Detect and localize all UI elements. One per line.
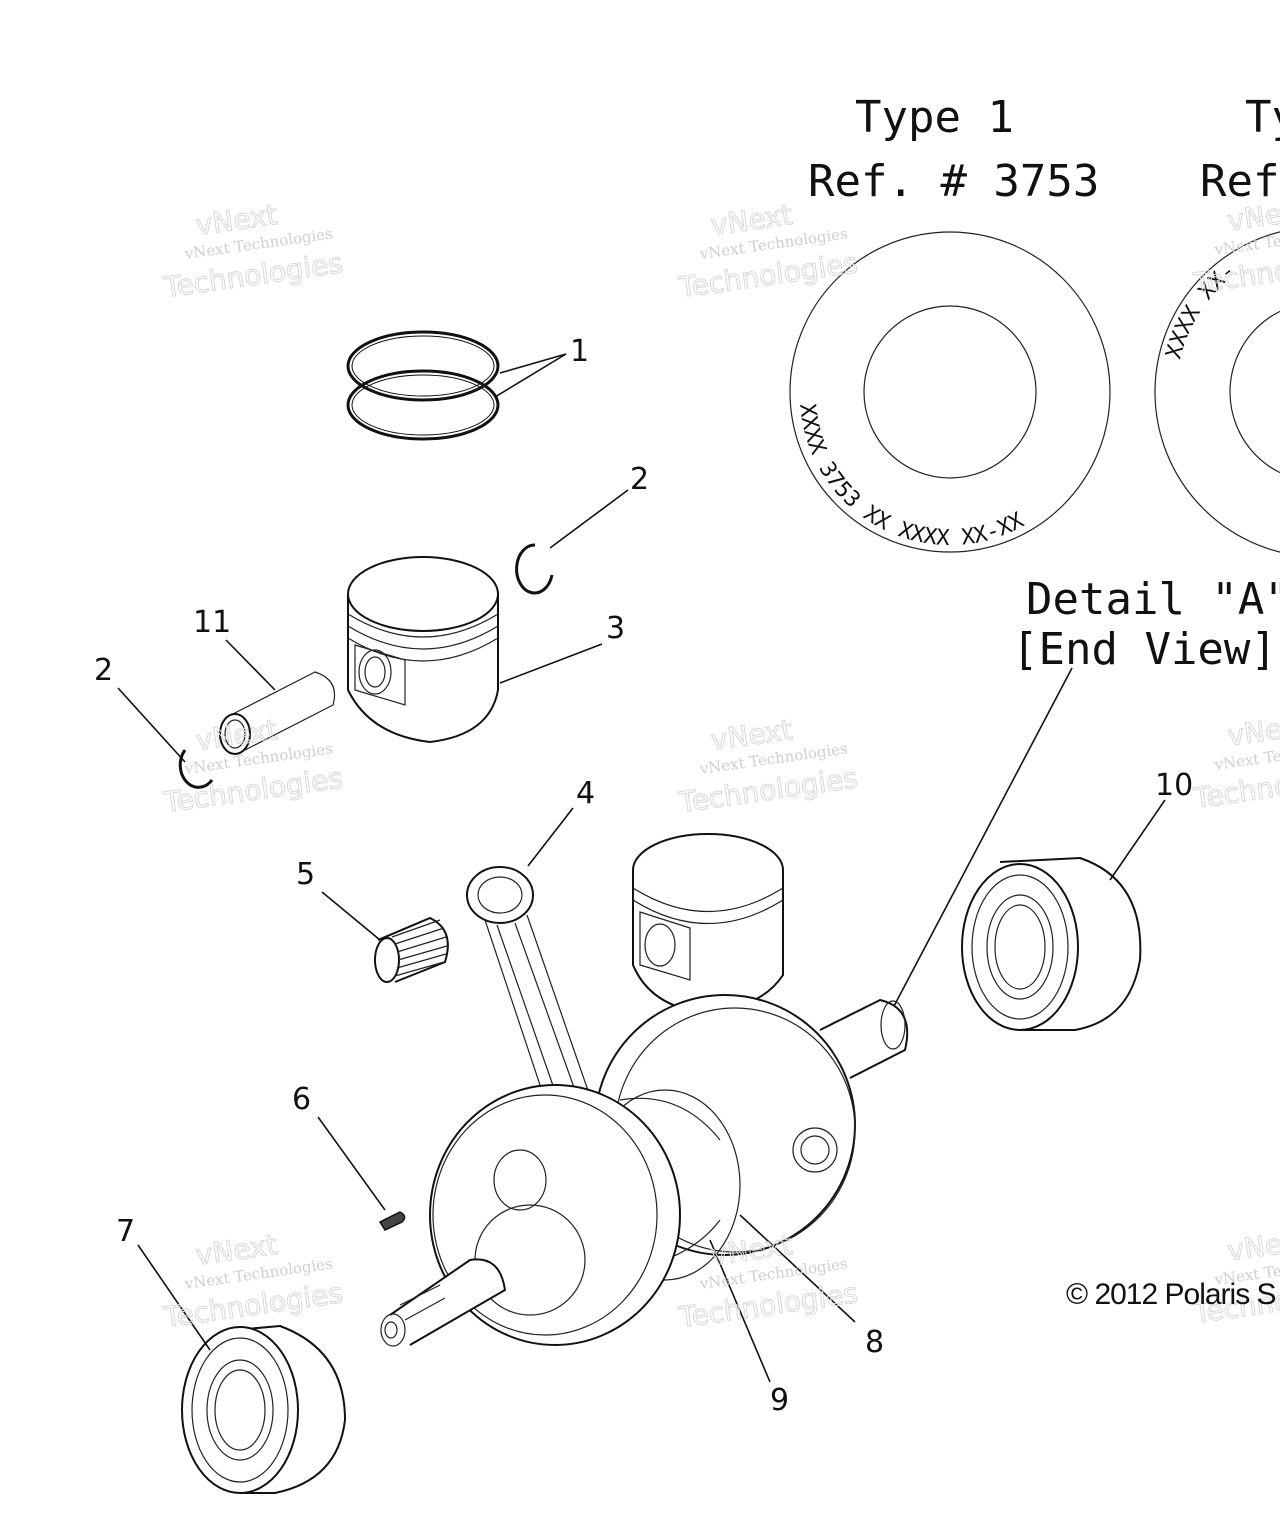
bearing-face-outer-2 — [1154, 231, 1280, 553]
main-bearing-right — [961, 856, 1142, 1031]
callout-10: 10 — [1155, 768, 1193, 803]
callout-4: 4 — [576, 776, 595, 811]
callout-2-upper: 2 — [630, 462, 649, 497]
callout-9: 9 — [770, 1383, 789, 1418]
bearing-face-inner-2 — [1229, 310, 1280, 474]
svg-text:vNext: vNext — [1225, 709, 1280, 753]
woodruff-key — [378, 1211, 406, 1231]
watermark-3: vNext vNext Technologies Technologies — [161, 713, 346, 820]
crankshaft-assembly — [380, 833, 909, 1347]
callout-2-lower: 2 — [94, 653, 113, 688]
callout-7: 7 — [116, 1214, 135, 1249]
callout-3: 3 — [606, 611, 625, 646]
callout-8: 8 — [865, 1325, 884, 1360]
callout-1: 1 — [570, 334, 589, 369]
type1-label: Type 1 — [855, 92, 1014, 143]
watermark-8: vNext vNext Technologies Technologies — [1190, 708, 1280, 815]
stamp-marking: XXXX 3753 XX XXXX XX-XX — [794, 402, 1028, 551]
piston-rings — [346, 330, 500, 441]
detail-a-title: Detail "A" — [1026, 574, 1280, 625]
watermark-1: vNext vNext Technologies Technologies — [161, 198, 346, 305]
circlip-right — [515, 543, 554, 595]
callout-6: 6 — [292, 1082, 311, 1117]
needle-bearing — [374, 916, 449, 983]
watermark-9: vNext vNext Technologies Technologies — [1190, 1223, 1280, 1330]
copyright-notice: © 2012 Polaris S — [1066, 1278, 1276, 1311]
watermark-4: vNext vNext Technologies Technologies — [676, 713, 861, 820]
type2-label: Ty — [1245, 92, 1280, 143]
svg-text:vNext: vNext — [1225, 1224, 1280, 1268]
ref2-label: Ref — [1200, 156, 1279, 207]
piston-pin — [219, 671, 336, 755]
bearing-face-inner — [863, 305, 1037, 479]
watermark-5: vNext vNext Technologies Technologies — [161, 1228, 346, 1335]
callout-11: 11 — [193, 605, 231, 640]
watermark-2: vNext vNext Technologies Technologies — [676, 198, 861, 305]
bearing-face-outer — [789, 231, 1111, 553]
main-bearing-left — [181, 1324, 347, 1494]
piston — [347, 556, 499, 744]
detail-a-subtitle: [End View] — [1012, 624, 1277, 675]
ref1-label: Ref. # 3753 — [808, 156, 1099, 207]
callout-5: 5 — [296, 857, 315, 892]
detail-a-leader — [892, 667, 1073, 1009]
